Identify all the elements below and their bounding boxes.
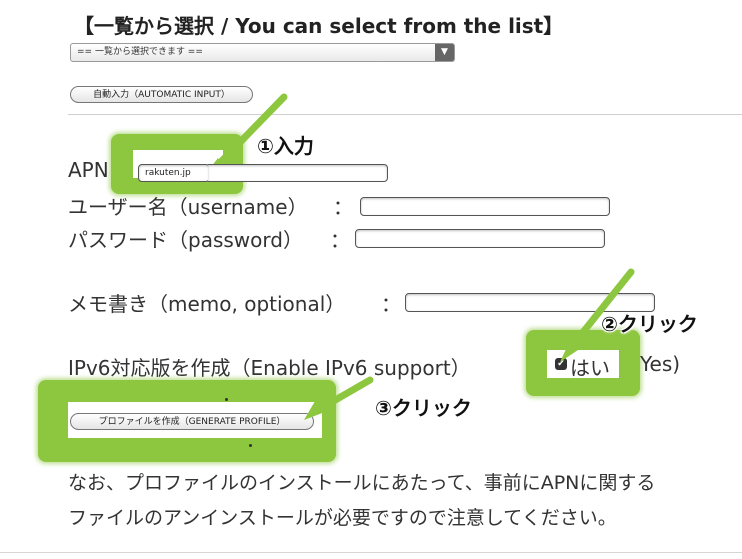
memo-label: メモ書き（memo, optional） bbox=[68, 292, 346, 316]
generate-profile-button[interactable]: プロファイルを作成（GENERATE PROFILE） bbox=[70, 413, 314, 430]
password-colon: ： bbox=[330, 228, 350, 252]
separator-dot-top bbox=[225, 398, 228, 401]
callout-step3: ③クリック bbox=[375, 396, 472, 420]
page-title: 【一覧から選択 / You can select from the list】 bbox=[74, 14, 564, 38]
preset-select-value: == 一覧から選択できます == bbox=[77, 47, 203, 57]
callout-step1: ①入力 bbox=[257, 134, 314, 158]
bottom-divider bbox=[0, 552, 742, 553]
apn-input-extension[interactable] bbox=[208, 164, 388, 182]
username-label: ユーザー名（username） bbox=[68, 195, 308, 219]
ipv6-option-label: はい bbox=[570, 356, 610, 380]
ipv6-checkbox[interactable]: ✔ bbox=[555, 358, 567, 370]
separator-dot-bottom bbox=[249, 444, 252, 447]
apn-input[interactable] bbox=[138, 164, 210, 182]
preset-select[interactable]: == 一覧から選択できます == ▼ bbox=[70, 43, 455, 62]
apn-label: APN bbox=[68, 158, 109, 182]
ipv6-option-label-en: Yes) bbox=[640, 352, 681, 376]
password-input[interactable] bbox=[355, 229, 605, 248]
auto-input-button[interactable]: 自動入力（AUTOMATIC INPUT） bbox=[70, 86, 253, 103]
username-input[interactable] bbox=[360, 197, 610, 216]
divider bbox=[68, 114, 742, 115]
password-label: パスワード（password） bbox=[68, 228, 303, 252]
ipv6-label: IPv6対応版を作成（Enable IPv6 support） bbox=[68, 356, 471, 380]
note-line-1: なお、プロファイルのインストールにあたって、事前にAPNに関する bbox=[68, 472, 656, 494]
chevron-down-icon: ▼ bbox=[435, 44, 454, 61]
username-colon: ： bbox=[333, 195, 353, 219]
callout-step2: ②クリック bbox=[601, 312, 698, 336]
memo-colon: ： bbox=[381, 292, 401, 316]
note-line-2: ファイルのアンインストールが必要ですので注意してください。 bbox=[68, 507, 617, 529]
